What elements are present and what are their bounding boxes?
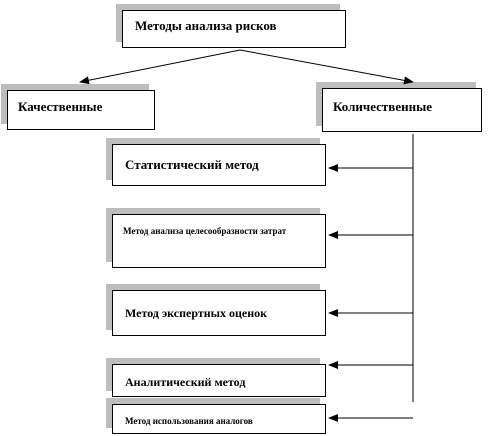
cost-feasibility-method-box: Метод анализа целесообразности затрат bbox=[112, 214, 326, 268]
expert-method-label: Метод экспертных оценок bbox=[125, 306, 268, 320]
analogs-method-label: Метод использования аналогов bbox=[125, 416, 253, 426]
edge-root-to-qualitative bbox=[79, 49, 241, 85]
root-box: Методы анализа рисков bbox=[122, 10, 346, 48]
analytical-method-label: Аналитический метод bbox=[125, 375, 246, 389]
root-label: Методы анализа рисков bbox=[135, 18, 277, 33]
expert-method-box: Метод экспертных оценок bbox=[112, 290, 326, 336]
statistical-method-box: Статистический метод bbox=[112, 144, 326, 186]
analogs-method-box: Метод использования аналогов bbox=[112, 404, 326, 434]
cost-feasibility-method-label: Метод анализа целесообразности затрат bbox=[123, 226, 287, 236]
qualitative-box: Качественные bbox=[7, 90, 155, 130]
quantitative-box: Количественные bbox=[322, 88, 482, 132]
qualitative-label: Качественные bbox=[18, 99, 103, 114]
statistical-method-label: Статистический метод bbox=[125, 157, 259, 172]
edge-root-to-quantitative bbox=[239, 49, 414, 85]
analytical-method-box: Аналитический метод bbox=[112, 364, 326, 397]
quantitative-label: Количественные bbox=[333, 99, 432, 114]
